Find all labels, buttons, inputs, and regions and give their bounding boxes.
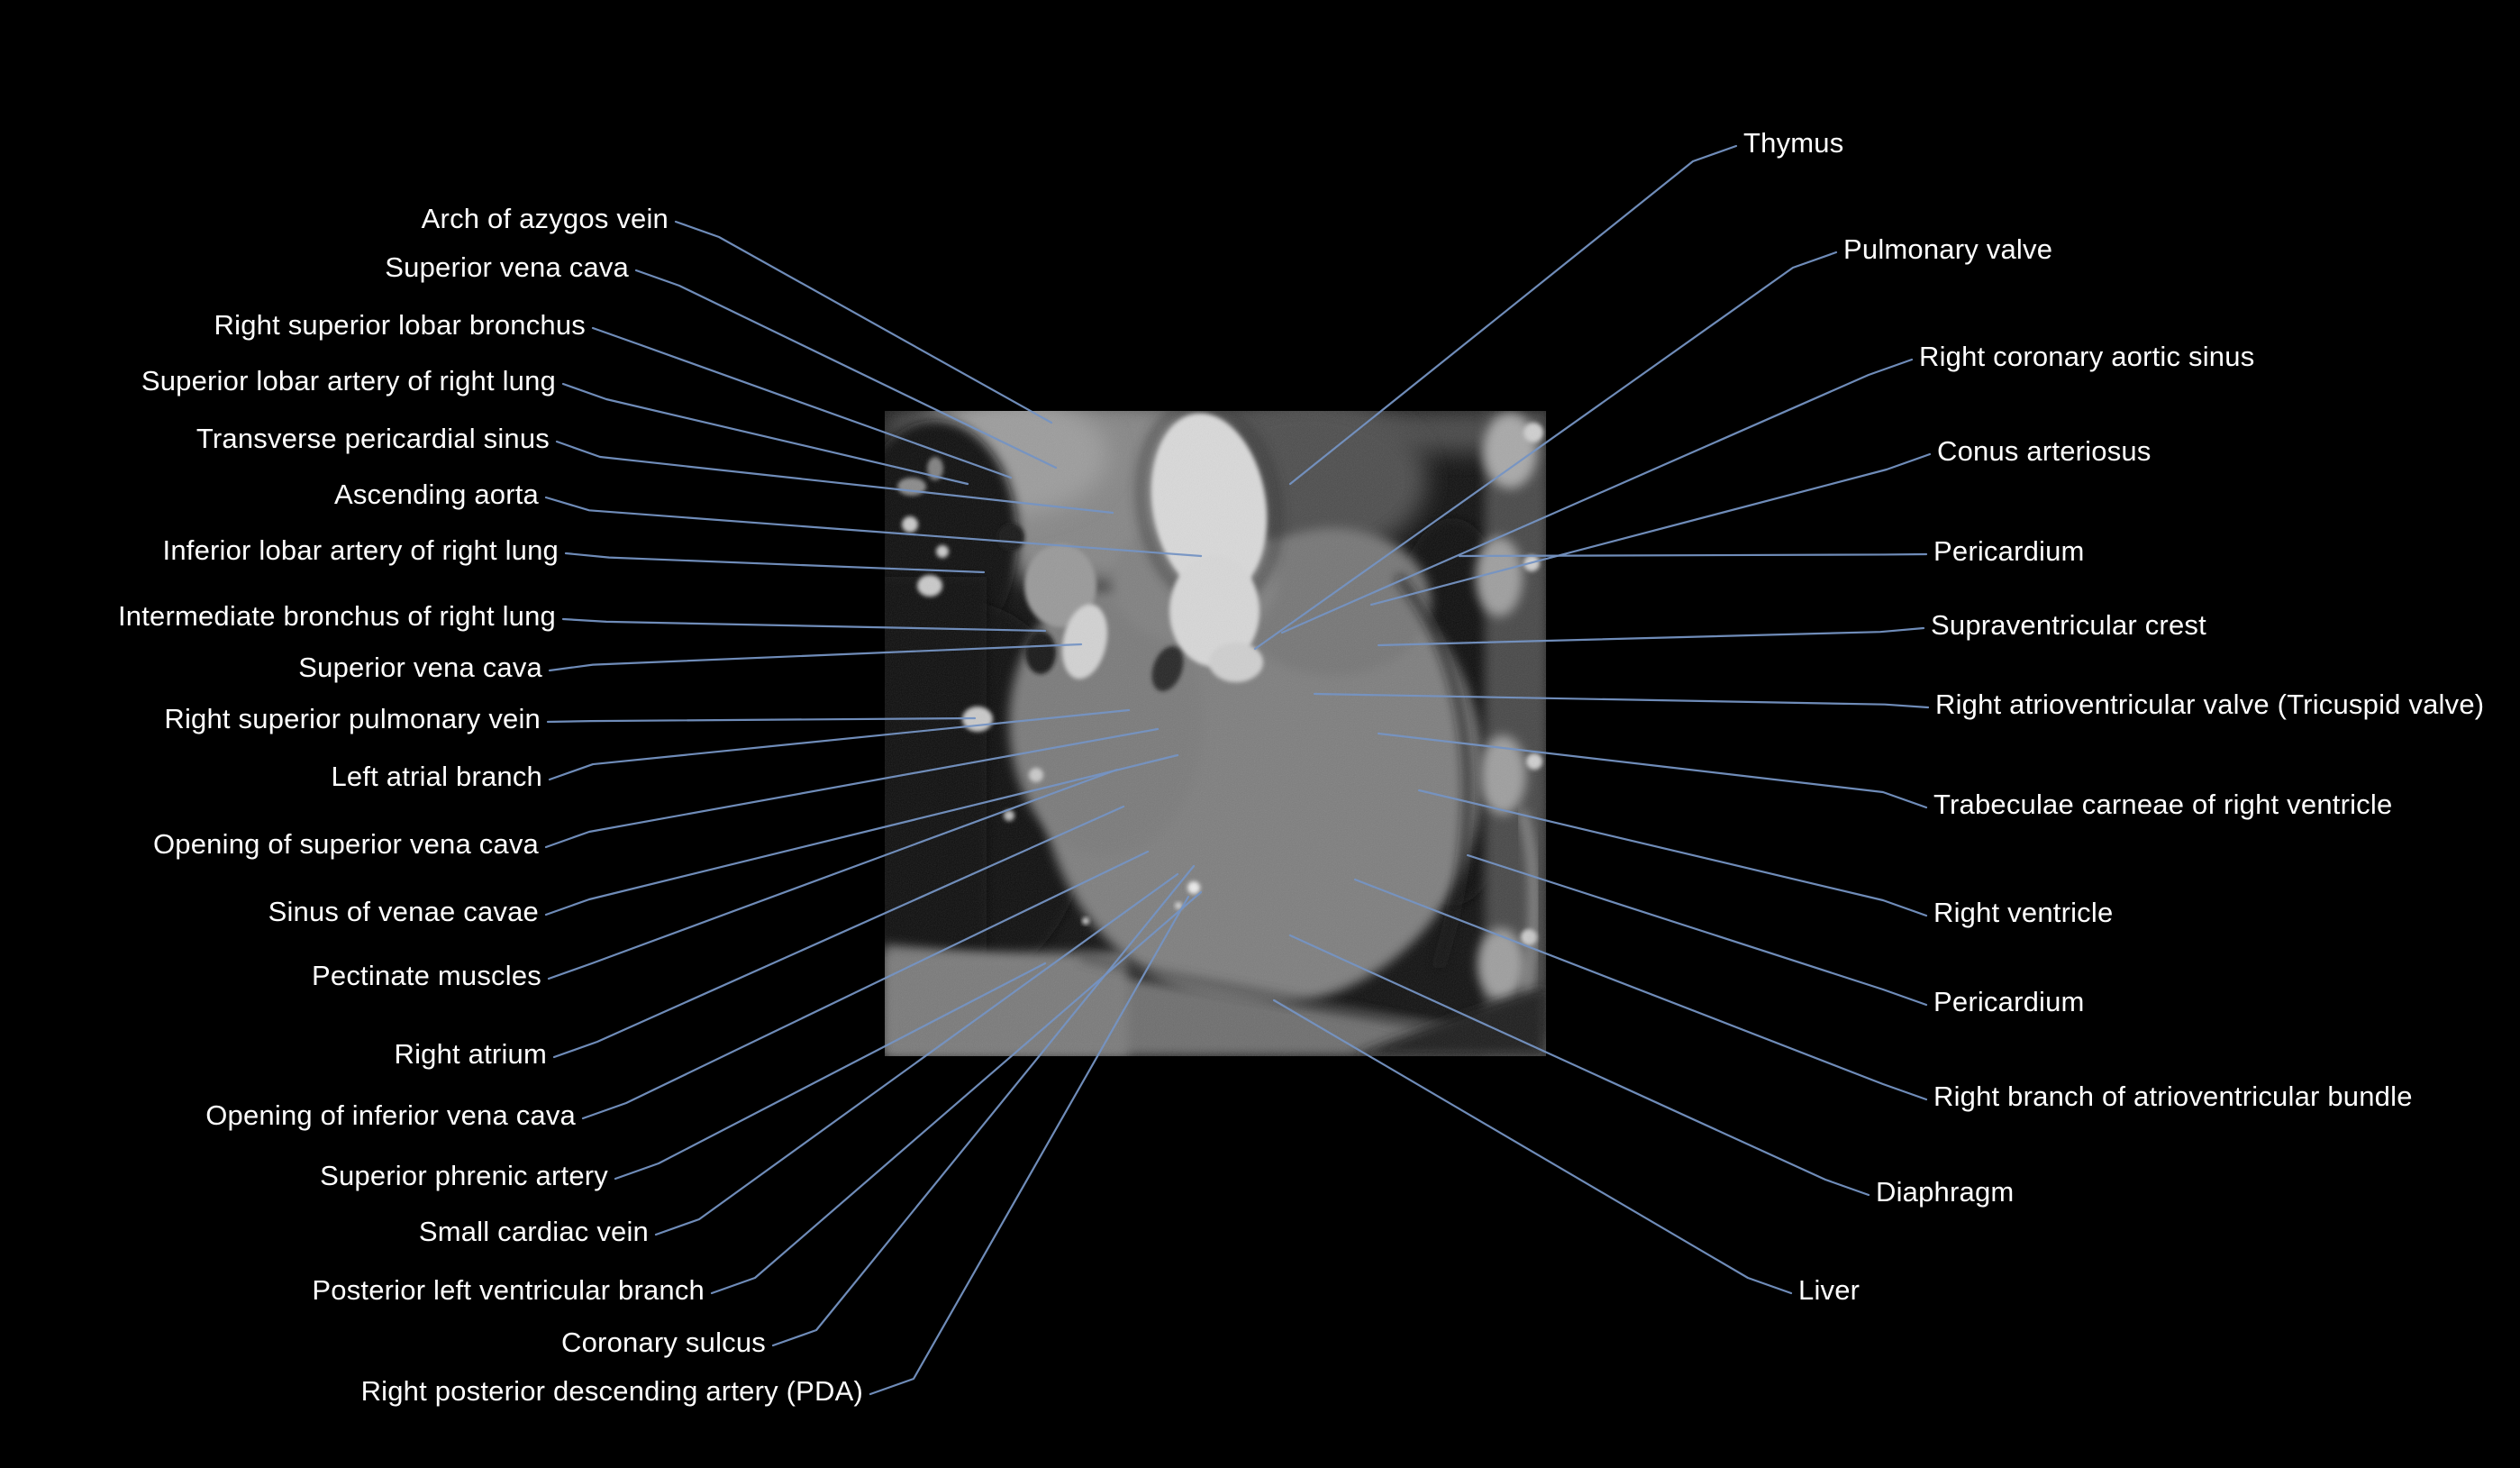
leader-line [674,220,1053,424]
leader-line [614,962,1047,1181]
leader-line [1288,934,1870,1197]
leader-line [1353,878,1928,1101]
leader-line [1369,452,1932,606]
leader-line [561,382,969,486]
leader-line [548,643,1083,672]
leader-line [546,716,977,724]
leader-line [544,727,1160,849]
leader-line [1288,144,1738,486]
leader-line [544,496,1203,558]
leader-line [564,552,986,574]
leader-line [1458,552,1928,558]
leader-line [1377,626,1925,647]
leader-line [1377,732,1928,809]
leader-line [552,805,1125,1059]
leader-line [547,768,1119,980]
leader-line [548,708,1131,781]
leader-line [654,872,1179,1236]
leader-line [561,617,1047,633]
leader-line [1280,358,1914,634]
leader-line [544,753,1179,916]
leader-line [634,269,1058,470]
leader-line [771,864,1196,1347]
leader-line [1272,998,1793,1295]
leader-line [1253,251,1838,651]
leader-line [869,895,1190,1396]
leader-line [710,890,1203,1295]
leader-line [555,440,1114,515]
leader-lines-layer [544,144,1932,1396]
leader-line [1417,789,1928,917]
leader-line [591,326,1013,479]
leader-line [1313,692,1930,709]
leader-line [581,850,1150,1120]
ct-noise-overlay [885,411,1546,1056]
ct-scan-image [885,411,1546,1056]
leader-line [1466,853,1928,1007]
